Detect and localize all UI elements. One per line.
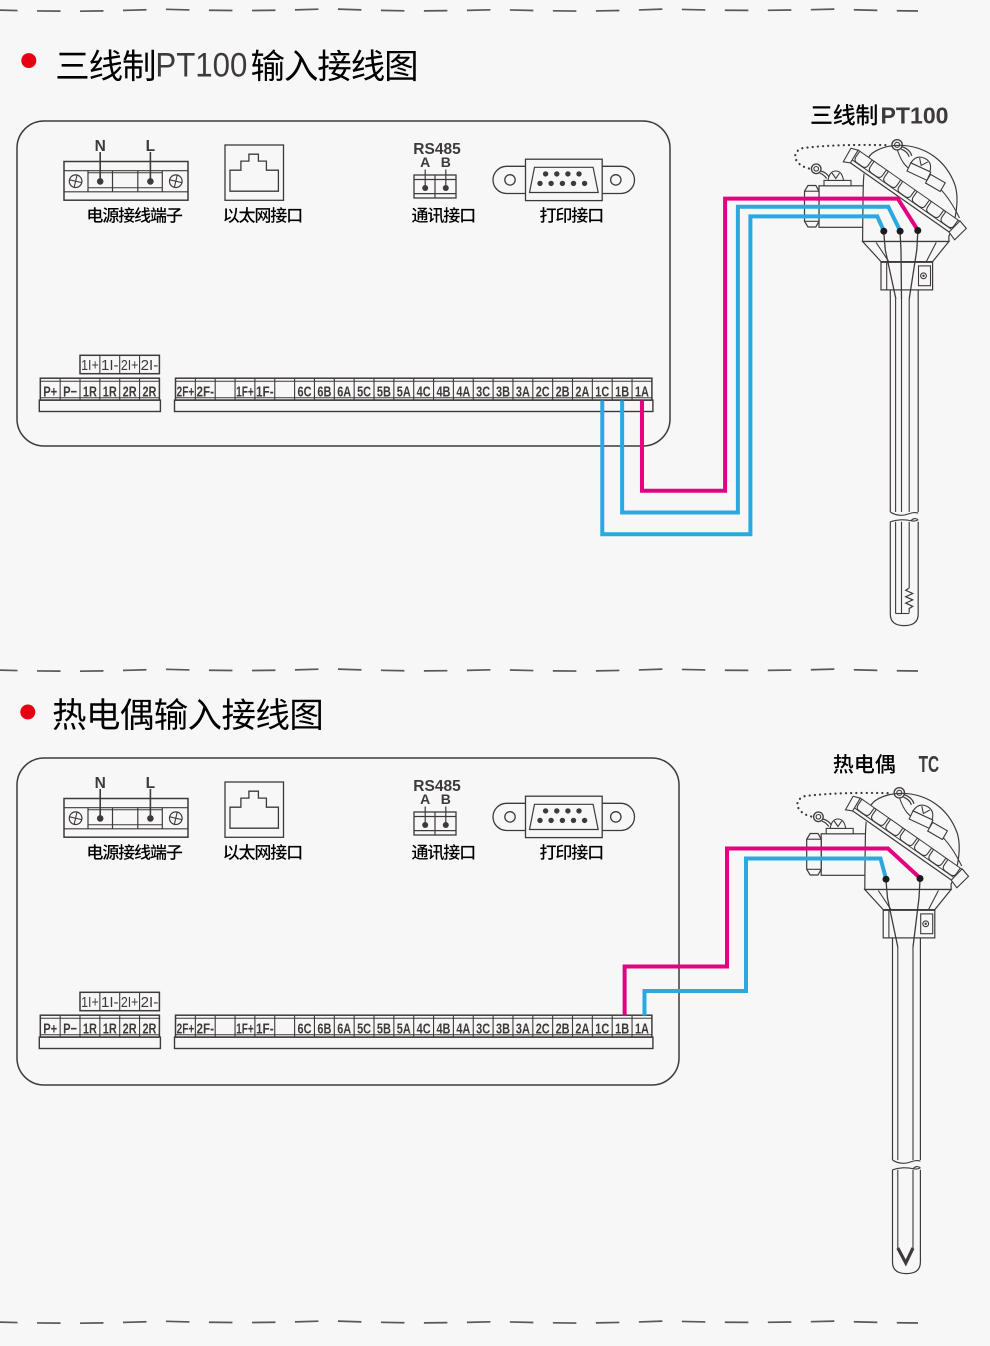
svg-text:1F+: 1F+ <box>236 384 254 400</box>
svg-text:4A: 4A <box>456 384 470 400</box>
svg-text:L: L <box>146 138 155 155</box>
svg-text:RS485: RS485 <box>413 778 461 795</box>
svg-text:6A: 6A <box>337 1021 351 1037</box>
svg-text:2A: 2A <box>575 384 589 400</box>
svg-text:1C: 1C <box>595 1021 609 1037</box>
svg-text:3A: 3A <box>516 1021 530 1037</box>
svg-text:5A: 5A <box>397 384 411 400</box>
svg-text:2F+: 2F+ <box>177 384 195 400</box>
svg-text:2R: 2R <box>142 384 156 400</box>
svg-text:2C: 2C <box>536 384 550 400</box>
svg-text:P+: P+ <box>43 384 57 400</box>
svg-text:2B: 2B <box>556 1021 570 1037</box>
svg-text:PT100: PT100 <box>881 102 949 128</box>
svg-text:1R: 1R <box>83 384 97 400</box>
svg-text:3B: 3B <box>496 384 510 400</box>
svg-text:1F-: 1F- <box>256 384 274 400</box>
svg-text:5A: 5A <box>397 1021 411 1037</box>
svg-text:PT100: PT100 <box>155 46 247 84</box>
svg-text:A: A <box>420 154 430 170</box>
svg-text:2B: 2B <box>556 384 570 400</box>
svg-text:TC: TC <box>919 751 940 777</box>
svg-text:B: B <box>441 154 451 170</box>
svg-text:N: N <box>95 138 106 155</box>
svg-text:2C: 2C <box>536 1021 550 1037</box>
svg-text:5C: 5C <box>357 1021 371 1037</box>
svg-text:4B: 4B <box>436 384 450 400</box>
svg-text:3C: 3C <box>476 384 490 400</box>
svg-text:6B: 6B <box>317 384 331 400</box>
svg-text:2F-: 2F- <box>196 1021 214 1037</box>
svg-text:1I+: 1I+ <box>81 358 99 374</box>
svg-text:L: L <box>146 775 155 792</box>
svg-text:1F+: 1F+ <box>236 1021 254 1037</box>
svg-text:1B: 1B <box>615 1021 629 1037</box>
svg-text:1I-: 1I- <box>101 995 119 1011</box>
svg-text:3A: 3A <box>516 384 530 400</box>
svg-text:2F+: 2F+ <box>177 1021 195 1037</box>
svg-text:2R: 2R <box>123 1021 137 1037</box>
svg-text:2I+: 2I+ <box>121 995 139 1011</box>
svg-text:1A: 1A <box>635 384 649 400</box>
svg-text:1A: 1A <box>635 1021 649 1037</box>
svg-text:6B: 6B <box>317 1021 331 1037</box>
svg-text:P−: P− <box>63 384 77 400</box>
svg-text:1R: 1R <box>103 1021 117 1037</box>
svg-text:6A: 6A <box>337 384 351 400</box>
svg-text:6C: 6C <box>298 384 312 400</box>
svg-text:1R: 1R <box>83 1021 97 1037</box>
svg-text:N: N <box>95 775 106 792</box>
svg-text:2A: 2A <box>575 1021 589 1037</box>
svg-text:2I-: 2I- <box>141 995 159 1011</box>
svg-text:6C: 6C <box>298 1021 312 1037</box>
svg-text:5B: 5B <box>377 1021 391 1037</box>
svg-text:5B: 5B <box>377 384 391 400</box>
svg-text:2I-: 2I- <box>141 358 159 374</box>
svg-text:1I-: 1I- <box>101 358 119 374</box>
svg-text:P−: P− <box>63 1021 77 1037</box>
svg-text:4C: 4C <box>417 1021 431 1037</box>
svg-text:A: A <box>420 791 430 807</box>
svg-text:3C: 3C <box>476 1021 490 1037</box>
svg-text:B: B <box>441 791 451 807</box>
svg-text:4C: 4C <box>417 384 431 400</box>
svg-text:P+: P+ <box>43 1021 57 1037</box>
svg-text:2R: 2R <box>123 384 137 400</box>
svg-text:1C: 1C <box>595 384 609 400</box>
svg-text:3B: 3B <box>496 1021 510 1037</box>
svg-text:4B: 4B <box>436 1021 450 1037</box>
svg-text:2F-: 2F- <box>196 384 214 400</box>
svg-text:5C: 5C <box>357 384 371 400</box>
svg-text:1I+: 1I+ <box>81 995 99 1011</box>
svg-text:1R: 1R <box>103 384 117 400</box>
svg-text:1F-: 1F- <box>256 1021 274 1037</box>
svg-text:RS485: RS485 <box>413 141 461 158</box>
svg-text:1B: 1B <box>615 384 629 400</box>
svg-text:4A: 4A <box>456 1021 470 1037</box>
svg-text:2I+: 2I+ <box>121 358 139 374</box>
svg-text:2R: 2R <box>142 1021 156 1037</box>
